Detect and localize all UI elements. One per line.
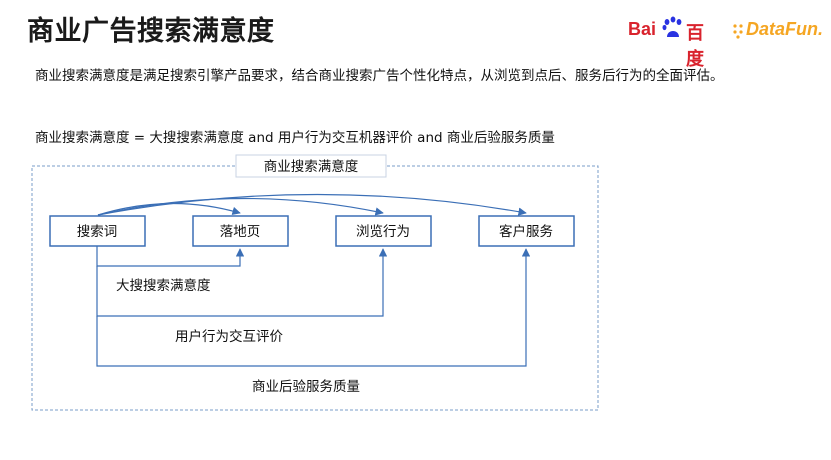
node-browse-behavior: 浏览行为 <box>335 215 432 247</box>
arc-to-browse <box>97 197 384 216</box>
path-label-search-satisfaction: 大搜搜索满意度 <box>116 277 211 294</box>
frame-label-box <box>235 154 387 178</box>
connector-search-to-browse <box>96 248 388 317</box>
node-search-query: 搜索词 <box>49 215 146 247</box>
connector-search-to-landing <box>96 246 245 267</box>
node-label: 搜索词 <box>77 224 118 240</box>
baidu-logo-text-cjk: 百度 <box>686 23 704 69</box>
arc-to-landing-page <box>97 202 241 216</box>
path-label-service-quality: 商业后验服务质量 <box>252 379 360 395</box>
frame-label: 商业搜索满意度 <box>264 158 359 175</box>
datafun-dots-icon <box>733 24 743 39</box>
node-customer-service: 客户服务 <box>478 215 575 247</box>
path-label-interaction-eval: 用户行为交互评价 <box>175 328 283 345</box>
paw-icon <box>662 16 682 37</box>
datafun-logo-text: DataFun. <box>746 19 824 39</box>
description-text: 商业搜索满意度是满足搜索引擎产品要求，结合商业搜索广告个性化特点，从浏览到点后、… <box>35 68 724 84</box>
baidu-logo-text-latin: Bai <box>628 19 657 39</box>
node-landing-page: 落地页 <box>192 215 289 247</box>
connector-search-to-service <box>96 248 531 367</box>
logo-area: Bai 百度 DataFun. <box>628 14 824 69</box>
node-label: 落地页 <box>220 224 261 240</box>
page-title: 商业广告搜索满意度 <box>27 16 275 47</box>
node-label: 客户服务 <box>499 223 553 240</box>
node-label: 浏览行为 <box>356 224 410 240</box>
formula-text: 商业搜索满意度 = 大搜搜索满意度 and 用户行为交互机器评价 and 商业后… <box>35 130 555 146</box>
arc-to-service <box>97 193 527 216</box>
